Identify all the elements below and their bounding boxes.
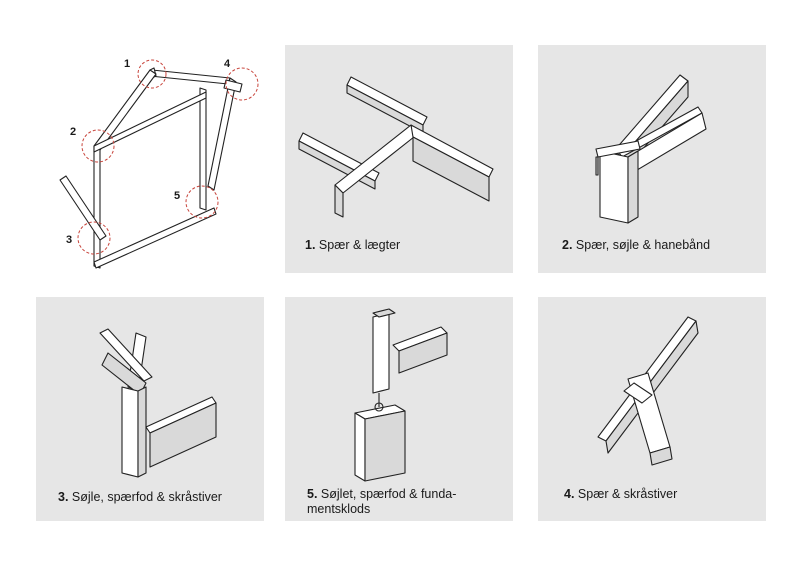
detail-panel-4: 4. Spær & skråstiver (538, 297, 766, 521)
callout-ring-1 (137, 59, 167, 89)
detail-text-3: Søjle, spærfod & skråstiver (71, 490, 222, 504)
detail-num-5: 5. (307, 487, 318, 501)
detail-num-3: 3. (58, 490, 69, 504)
callout-label-5: 5 (174, 190, 181, 202)
detail-panel-3: 3. Søjle, spærfod & skråstiver (36, 297, 264, 521)
detail-num-4: 4. (564, 487, 575, 501)
callout-ring-2 (81, 129, 115, 163)
detail-text-5a: Søjlet, spærfod & funda- (320, 487, 457, 501)
detail-num-2: 2. (562, 238, 573, 252)
detail-text-1: Spær & lægter (318, 238, 401, 252)
detail-caption-5: 5. Søjlet, spærfod & funda- mentsklods (307, 487, 456, 517)
detail-caption-1: 1. Spær & lægter (305, 238, 400, 253)
detail-3-drawing (99, 328, 217, 478)
detail-caption-2: 2. Spær, søjle & hanebånd (562, 238, 710, 253)
detail-2-drawing (595, 74, 707, 224)
detail-text-5b: mentsklods (307, 502, 371, 516)
detail-text-2: Spær, søjle & hanebånd (575, 238, 711, 252)
detail-caption-3: 3. Søjle, spærfod & skråstiver (58, 490, 222, 505)
detail-1-drawing (298, 76, 494, 218)
detail-5-drawing (354, 308, 448, 482)
callout-ring-5 (185, 185, 219, 219)
frame-overview-drawing (59, 59, 259, 269)
detail-panel-5: 5. Søjlet, spærfod & funda- mentsklods (285, 297, 513, 521)
callout-ring-4 (225, 67, 259, 101)
frame-overview: 1 2 3 4 5 (30, 40, 270, 280)
callout-label-2: 2 (70, 126, 77, 138)
callout-label-3: 3 (66, 234, 73, 246)
detail-4-drawing (597, 316, 699, 466)
callout-label-1: 1 (124, 58, 131, 70)
detail-panel-1: 1. Spær & lægter (285, 45, 513, 273)
detail-num-1: 1. (305, 238, 316, 252)
detail-text-4: Spær & skråstiver (577, 487, 678, 501)
callout-label-4: 4 (224, 58, 231, 70)
detail-caption-4: 4. Spær & skråstiver (564, 487, 677, 502)
callout-ring-3 (77, 221, 111, 255)
detail-panel-2: 2. Spær, søjle & hanebånd (538, 45, 766, 273)
